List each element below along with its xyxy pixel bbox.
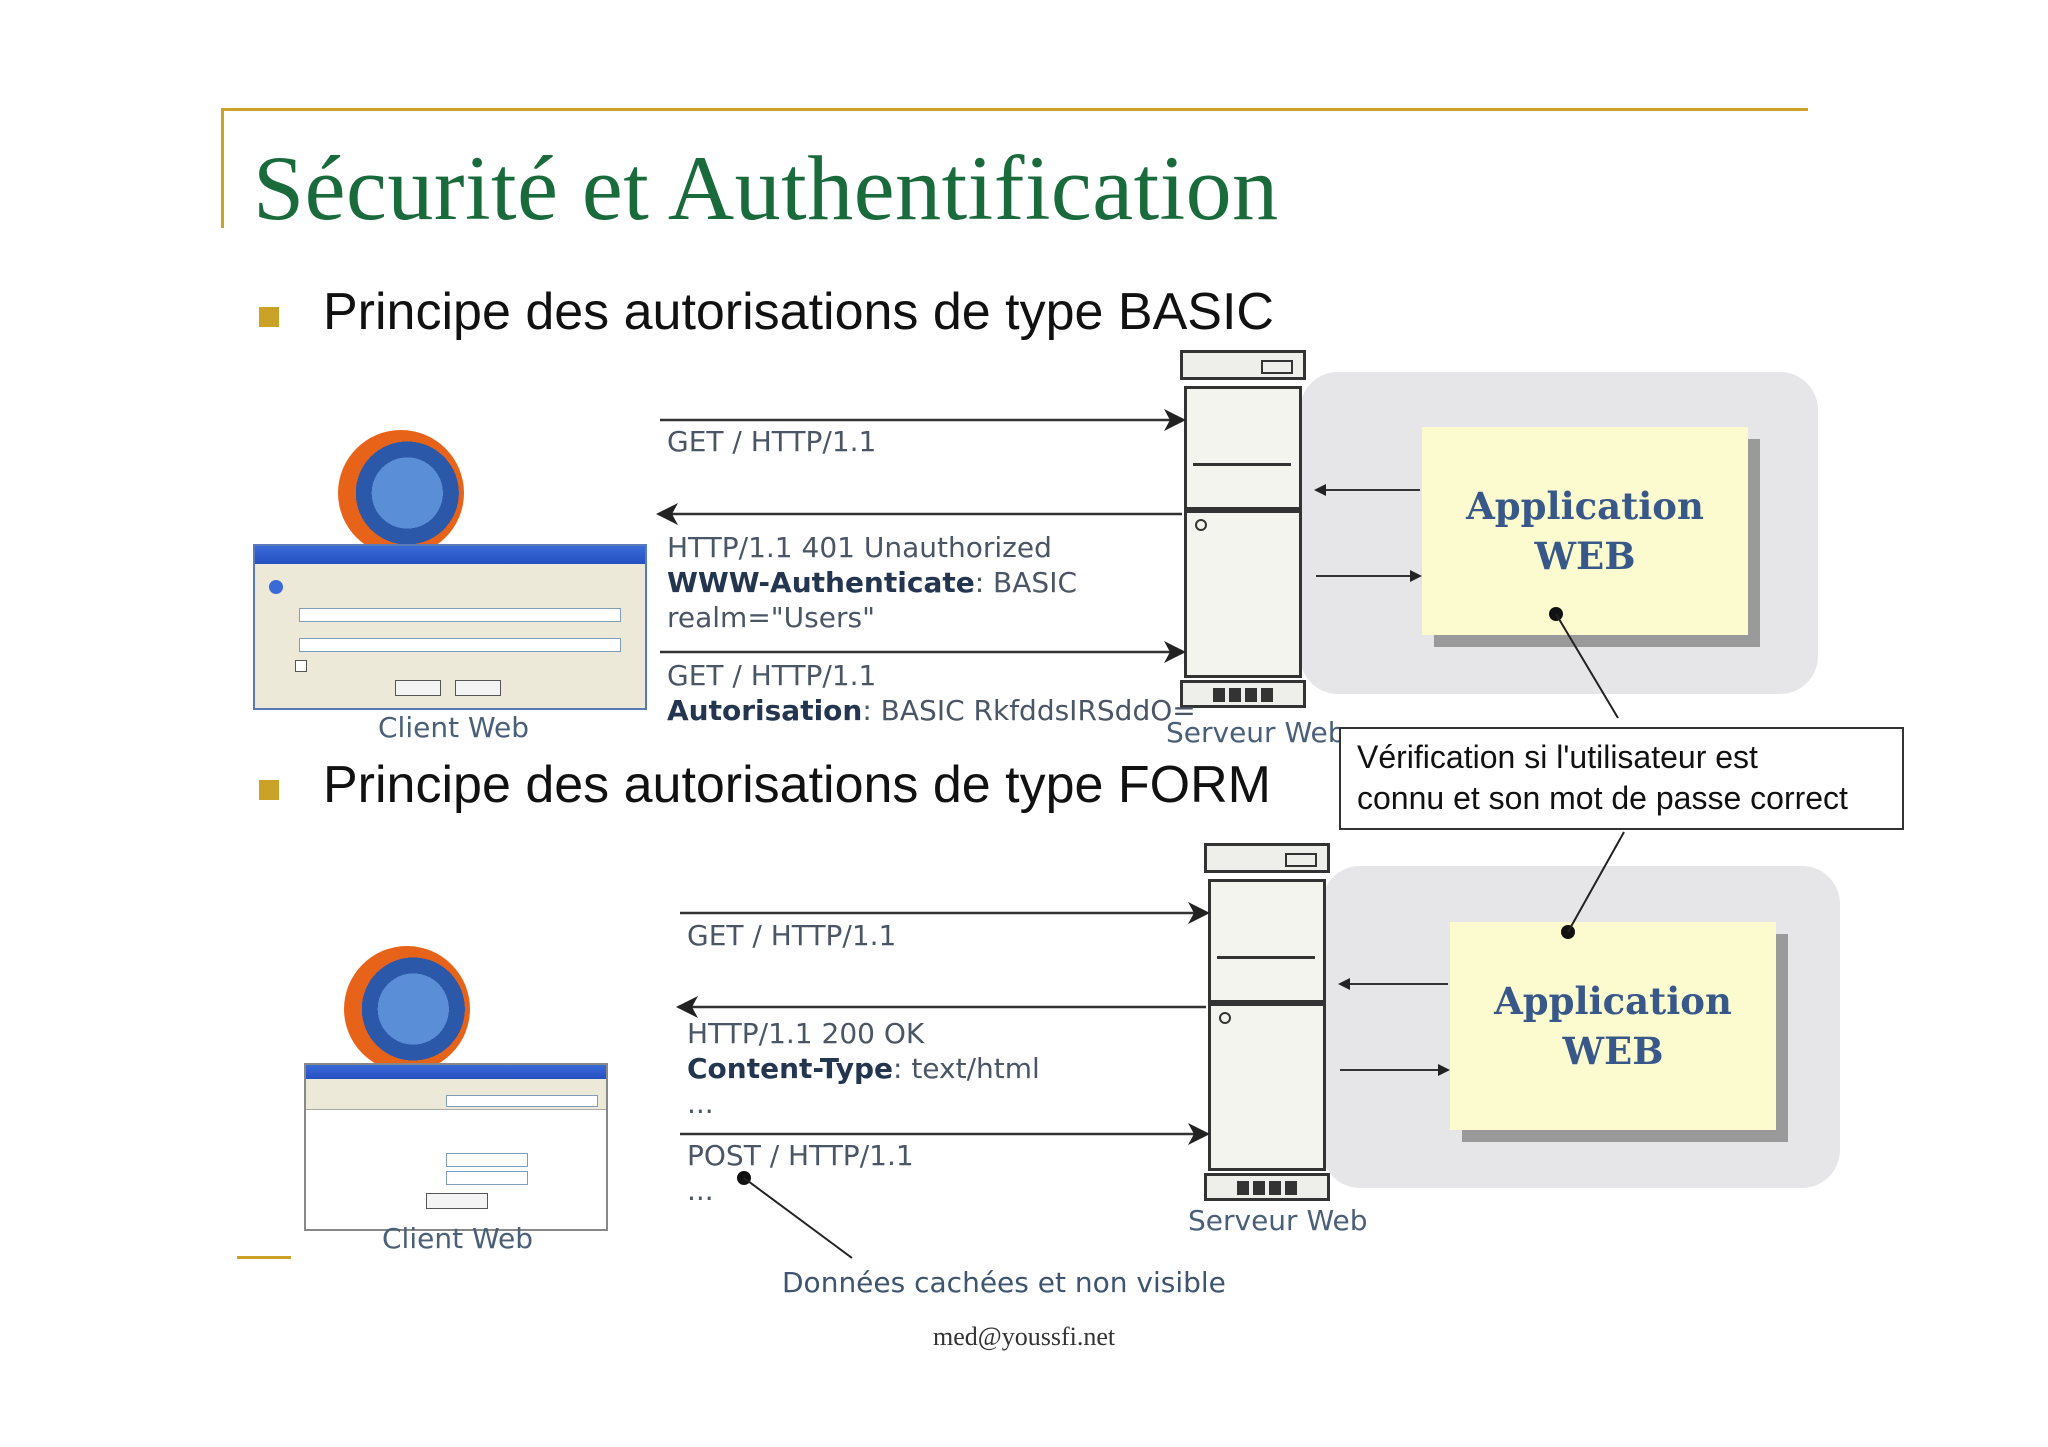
basic-application-box: Application WEB	[1422, 427, 1748, 635]
bullet-marker-form	[259, 780, 279, 800]
footer-rule	[237, 1256, 291, 1259]
slide-title: Sécurité et Authentification	[253, 137, 1279, 239]
basic-app-line2: WEB	[1534, 534, 1636, 578]
form-server-icon	[1204, 843, 1330, 1203]
form-response-ellipsis: ...	[687, 1087, 714, 1120]
form-application-box: Application WEB	[1450, 922, 1776, 1130]
basic-request-2-line: GET / HTTP/1.1	[667, 659, 877, 692]
basic-response: HTTP/1.1 401 Unauthorized WWW-Authentica…	[667, 530, 1077, 635]
footer-email: med@youssfi.net	[933, 1322, 1116, 1351]
title-rule-left	[221, 108, 224, 228]
basic-request-2-header-name: Autorisation	[667, 694, 863, 727]
form-client-label: Client Web	[382, 1222, 534, 1255]
form-response-status: HTTP/1.1 200 OK	[687, 1017, 925, 1050]
bullet-marker-basic	[259, 307, 279, 327]
basic-browser-logo-icon	[338, 430, 464, 556]
form-app-line2: WEB	[1562, 1029, 1664, 1073]
basic-heading: Principe des autorisations de type BASIC	[323, 283, 1274, 341]
basic-response-status: HTTP/1.1 401 Unauthorized	[667, 531, 1052, 564]
basic-app-line1: Application	[1466, 484, 1704, 528]
basic-response-header-value: : BASIC	[974, 566, 1077, 599]
basic-request-2-header-value: : BASIC RkfddsIRSddO=	[862, 694, 1196, 727]
form-request-2-ellipsis: ...	[687, 1174, 714, 1207]
basic-client-label: Client Web	[378, 711, 530, 744]
basic-request-1: GET / HTTP/1.1	[667, 425, 877, 458]
verification-note-line2: connu et son mot de passe correct	[1357, 780, 1848, 816]
verification-note-line1: Vérification si l'utilisateur est	[1357, 739, 1758, 775]
title-rule-top	[221, 108, 1808, 111]
form-browser-logo-icon	[344, 946, 470, 1072]
form-server-label: Serveur Web	[1188, 1204, 1368, 1237]
basic-request-2: GET / HTTP/1.1 Autorisation: BASIC Rkfdd…	[667, 658, 1196, 728]
basic-response-header-name: WWW-Authenticate	[667, 566, 975, 599]
form-request-1: GET / HTTP/1.1	[687, 919, 897, 952]
basic-login-dialog	[253, 544, 647, 710]
form-response: HTTP/1.1 200 OK Content-Type: text/html …	[687, 1016, 1040, 1121]
form-request-2: POST / HTTP/1.1 ...	[687, 1138, 914, 1208]
basic-response-realm: realm="Users"	[667, 601, 875, 634]
form-app-line1: Application	[1494, 979, 1732, 1023]
form-heading: Principe des autorisations de type FORM	[323, 756, 1271, 814]
form-hidden-data-note: Données cachées et non visible	[782, 1266, 1226, 1299]
form-login-window	[304, 1063, 608, 1231]
basic-server-icon	[1180, 350, 1306, 710]
form-response-header-value: : text/html	[892, 1052, 1040, 1085]
verification-note: Vérification si l'utilisateur est connu …	[1339, 727, 1904, 830]
form-request-2-line: POST / HTTP/1.1	[687, 1139, 914, 1172]
form-response-header-name: Content-Type	[687, 1052, 893, 1085]
basic-server-label: Serveur Web	[1166, 716, 1346, 749]
